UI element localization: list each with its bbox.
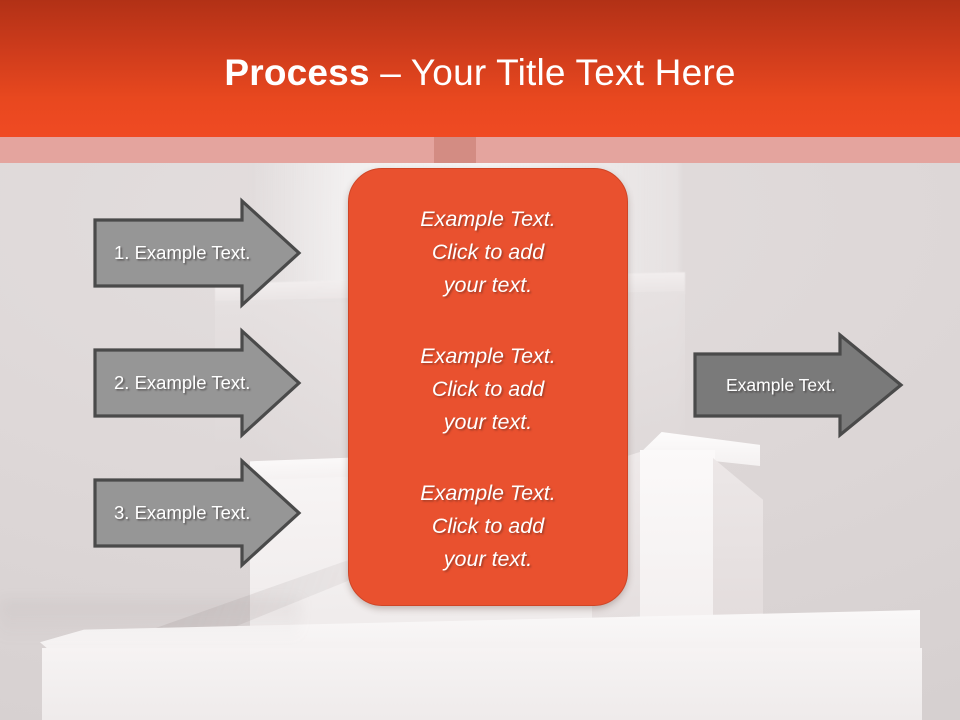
arrow-right-icon — [93, 197, 302, 309]
arrow-right-icon — [93, 457, 302, 569]
page-title-rest: – Your Title Text Here — [369, 51, 736, 93]
panel-text-block-3[interactable]: Example Text. Click to add your text. — [420, 481, 556, 571]
page-title-bold: Process — [224, 51, 370, 93]
process-arrow-2-label: 2. Example Text. — [114, 372, 251, 393]
process-arrow-3[interactable]: 3. Example Text. — [92, 457, 302, 569]
process-arrow-3-label: 3. Example Text. — [114, 502, 251, 523]
panel-text-block-1[interactable]: Example Text. Click to add your text. — [420, 207, 556, 297]
panel-text-block-2[interactable]: Example Text. Click to add your text. — [420, 344, 556, 434]
process-arrow-output-label: Example Text. — [726, 374, 836, 395]
slide-header: Process – Your Title Text Here — [0, 0, 960, 137]
process-arrow-1[interactable]: 1. Example Text. — [92, 197, 302, 309]
center-content-panel[interactable]: Example Text. Click to add your text. Ex… — [348, 168, 628, 606]
page-title: Process – Your Title Text Here — [224, 52, 735, 94]
arrow-right-icon — [693, 331, 904, 439]
arrow-right-icon — [93, 327, 302, 439]
process-arrow-2[interactable]: 2. Example Text. — [92, 327, 302, 439]
right-block-face — [640, 450, 715, 635]
process-arrow-output[interactable]: Example Text. — [692, 330, 904, 440]
panel-top-stub — [434, 137, 476, 163]
process-arrow-1-label: 1. Example Text. — [114, 242, 251, 263]
front-step-shadow — [0, 600, 300, 640]
front-step-front-face — [42, 648, 922, 720]
header-accent-band — [0, 137, 960, 163]
